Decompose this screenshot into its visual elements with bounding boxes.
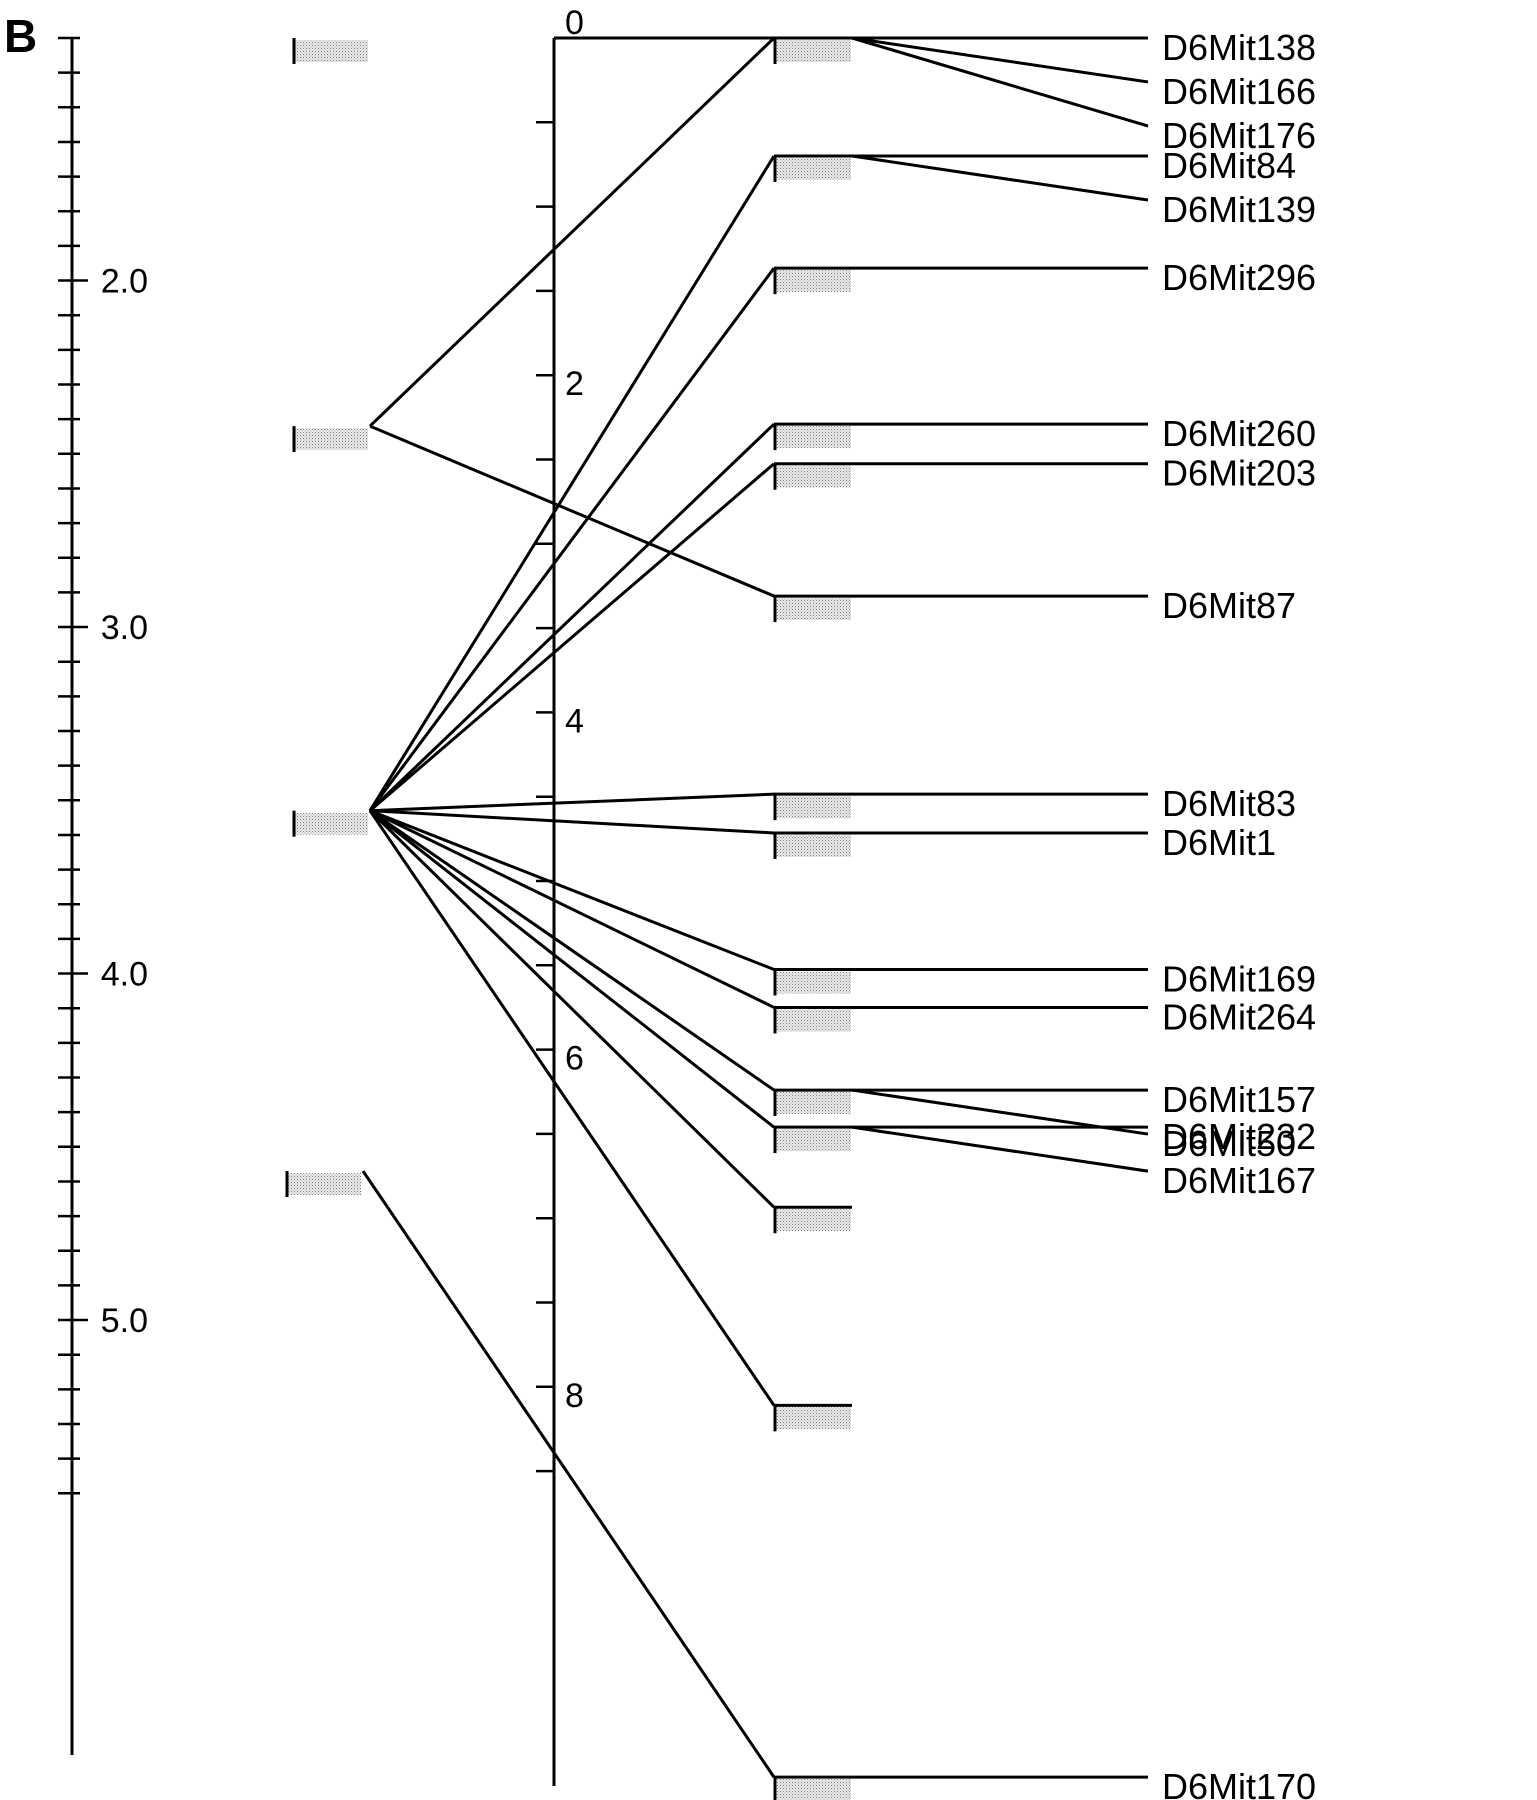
marker-labels: D6Mit138D6Mit166D6Mit176D6Mit84D6Mit139D…: [1162, 27, 1316, 1800]
right-interval-box: [776, 598, 851, 621]
position-axis-ticks: [536, 121, 554, 1473]
right-interval-box: [776, 158, 851, 181]
left-scale-label: 3.0: [101, 609, 148, 647]
marker-label: D6Mit139: [1162, 189, 1316, 230]
marker-label: D6Mit176: [1162, 115, 1316, 156]
right-interval-box: [776, 834, 851, 857]
connection-line: [369, 462, 775, 812]
position-axis-label: 0: [565, 4, 584, 42]
right-interval-box: [776, 465, 851, 488]
right-interval-box: [776, 1779, 851, 1800]
connection-line: [368, 155, 776, 812]
left-scale-ticks: [58, 36, 88, 1495]
right-interval-box: [776, 971, 851, 994]
marker-label: D6Mit167: [1162, 1160, 1316, 1201]
connection-line: [369, 809, 775, 1129]
left-scale-label: 4.0: [101, 956, 148, 994]
marker-label: D6Mit87: [1162, 585, 1296, 626]
marker-leader-line: [851, 36, 1149, 84]
connection-line: [369, 809, 775, 971]
left-scale-label: 2.0: [101, 263, 148, 301]
position-axis-label: 2: [565, 365, 584, 403]
position-axis-labels: 0 2 4 6 8: [565, 4, 584, 1415]
marker-label: D6Mit84: [1162, 145, 1296, 186]
connection-lines: [361, 36, 776, 1778]
marker-label: D6Mit138: [1162, 27, 1316, 68]
position-axis-label: 4: [565, 702, 584, 740]
marker-label: D6Mit170: [1162, 1766, 1316, 1800]
marker-leader-line: [851, 1125, 1149, 1173]
left-interval-box: [287, 1173, 361, 1196]
right-interval-box: [776, 1009, 851, 1032]
left-interval-box: [294, 40, 368, 62]
connection-line: [368, 809, 776, 1209]
connection-line: [368, 267, 776, 812]
right-interval-box: [776, 796, 851, 819]
marker-label: D6Mit232: [1162, 1116, 1316, 1157]
right-interval-box: [776, 426, 851, 449]
position-axis-label: 6: [565, 1040, 584, 1078]
right-interval-box: [776, 40, 851, 62]
connection-line: [361, 1170, 776, 1778]
connection-line: [368, 809, 776, 1407]
marker-label: D6Mit169: [1162, 959, 1316, 1000]
connection-line: [369, 809, 775, 835]
right-interval-box: [776, 1209, 851, 1232]
left-interval-box: [294, 812, 368, 835]
connection-line: [369, 424, 775, 598]
connection-line: [368, 36, 776, 428]
connection-line: [369, 809, 775, 1009]
left-interval-box: [294, 428, 368, 451]
marker-label: D6Mit260: [1162, 413, 1316, 454]
left-scale-labels: 2.0 3.0 4.0 5.0: [101, 263, 148, 1341]
left-interval-boxes: [285, 38, 368, 1198]
left-scale-label: 5.0: [101, 1302, 148, 1340]
marker-label: D6Mit83: [1162, 783, 1296, 824]
right-interval-box: [776, 1129, 851, 1152]
right-interval-box: [776, 1092, 851, 1115]
panel-label: B: [4, 10, 37, 62]
marker-leader-line: [851, 36, 1149, 128]
marker-label: D6Mit203: [1162, 453, 1316, 494]
right-interval-boxes: [773, 36, 852, 1800]
marker-leader-line: [851, 154, 1149, 202]
marker-label: D6Mit157: [1162, 1079, 1316, 1120]
marker-label: D6Mit166: [1162, 71, 1316, 112]
marker-label: D6Mit296: [1162, 257, 1316, 298]
connection-line: [369, 809, 775, 1092]
marker-label: D6Mit50: [1162, 1123, 1296, 1164]
marker-leader-lines: [851, 36, 1149, 1779]
marker-label: D6Mit1: [1162, 822, 1276, 863]
right-interval-box: [776, 1407, 851, 1430]
marker-label: D6Mit264: [1162, 996, 1316, 1037]
connection-line: [368, 423, 776, 812]
connection-line: [369, 792, 775, 813]
right-interval-box: [776, 270, 851, 293]
position-axis-label: 8: [565, 1377, 584, 1415]
